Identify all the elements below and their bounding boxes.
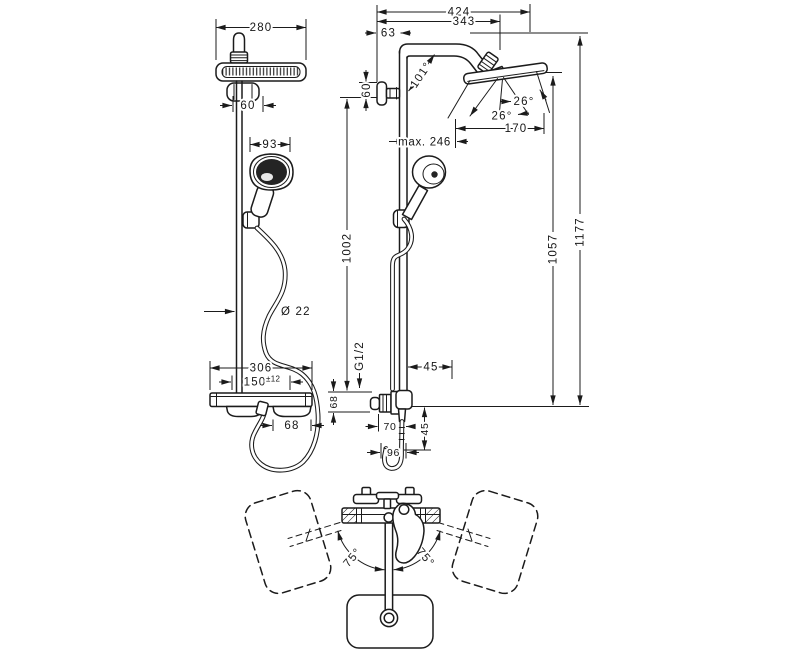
hand-shower-plan [392,502,425,564]
dim-connection-tolerance-label: ±12 [266,375,280,384]
dim-handshower-width: 93 [249,137,291,153]
hose-nipple [255,400,269,417]
dim-offset-lower-label: 45 [419,423,431,436]
front-view: 280 60 93 [204,19,324,473]
dim-bracket-height: 60 [340,70,377,111]
dim-valve-width: 306 [209,361,313,390]
dim-connection-thread: G1/2 [352,339,368,388]
dim-total-height: 1177 [573,36,589,405]
hand-shower-side [392,155,447,229]
valve-handle-right-plan [395,486,423,505]
swivel-axis-left [287,522,342,547]
thermostat-valve-side [369,389,413,423]
dim-hose-clearance: 96 [367,443,419,461]
thermostat-valve-front [209,392,313,418]
dim-handle-spacing: 68 [260,418,324,434]
dim-rod-diameter: Ø 22 [204,304,312,320]
head-collar [226,82,260,102]
shower-rod [235,80,243,394]
dim-valve-depth-label: 70 [384,421,397,433]
dim-valve-width-label: 306 [250,363,273,375]
pivot-joint [383,512,395,523]
overhead-shower-stem [229,32,249,64]
dim-connection-thread-label: G1/2 [354,341,366,371]
swivel-position-right [451,489,539,595]
dim-arm-projection-total-label: 424 [448,7,471,19]
shower-hose-side [390,216,414,392]
dim-spray-angle-b-label: 26° [492,111,513,123]
wall-bracket [376,81,401,106]
dim-arm-projection-label: 343 [453,16,476,28]
dim-height-to-head: 1057 [546,76,562,405]
dim-connection-center: 150 ±12 [219,373,303,391]
overhead-shower-head [215,62,307,82]
dim-max-projection: max. 246 [389,135,468,151]
overhead-shower-side [462,62,548,85]
dim-arm-angle-label: 101° [408,60,434,90]
dim-collar-width: 60 [220,96,276,114]
swivel-axis-right [436,522,491,547]
dim-max-projection-label: max. 246 [398,137,451,149]
dim-offset-upper-label: 45 [423,362,438,374]
dim-spray-diameter-label: 170 [505,123,528,135]
dim-offset-upper: 45 [408,360,453,379]
dim-spray-diameter: 170 [455,113,545,148]
dim-total-height-label: 1177 [575,217,587,247]
shower-arm [398,43,492,78]
dim-connection-center-label: 150 [244,377,267,389]
dim-handle-spacing-label: 68 [284,420,299,432]
dim-bracket-height-label: 60 [361,82,373,97]
dim-height-to-head-label: 1057 [548,234,560,264]
dim-swivel-left-label: 75° [342,546,365,570]
hand-shower-handle-side [401,184,429,221]
dim-handshower-width-label: 93 [262,139,277,151]
valve-knob-side [369,396,381,411]
side-view: 424 343 63 [326,4,589,471]
valve-handle-right [272,405,312,418]
dim-overhead-width: 280 [215,19,307,60]
dim-hose-clearance-label: 96 [387,447,400,459]
shower-hose-front [249,225,321,473]
dim-collar-width-label: 60 [240,100,255,112]
hose-loop-side [381,419,405,471]
dim-spray-angle-b: 26° [490,109,530,125]
diverter-handle-plan [375,491,400,510]
riser-pipe-plan [384,522,394,616]
dim-wall-clearance-label: 63 [381,28,396,40]
dim-spray-angle-a-label: 26° [514,96,535,108]
dim-rod-length-label: 1002 [342,233,354,263]
dim-overhead-width-label: 280 [250,22,273,34]
valve-handle-left-plan [352,486,380,505]
plan-view: 75° 75° [244,486,539,649]
swivel-position-left [244,489,332,595]
dim-rod-diameter-label: Ø 22 [281,306,311,318]
dim-valve-height-label: 68 [328,396,340,409]
dim-spray-angle-a: 26° [500,94,535,110]
dim-wall-clearance: 63 [365,26,411,42]
dim-offset-lower: 45 [404,407,433,451]
dim-arm-angle: 101° [406,54,436,92]
dim-swivel-left: 75° [337,530,385,572]
spray-cone [447,71,550,119]
hand-shower-front [242,153,294,229]
dim-rod-length: 1002 [340,99,356,391]
dim-arm-projection: 343 [377,14,500,30]
dim-arm-projection-total: 424 [377,5,530,21]
dim-valve-depth: 70 [365,414,416,435]
dim-valve-height: 68 [326,379,372,425]
hose-outlet [397,408,407,423]
spray-face [256,159,287,185]
arm-joint-inner [383,612,395,624]
